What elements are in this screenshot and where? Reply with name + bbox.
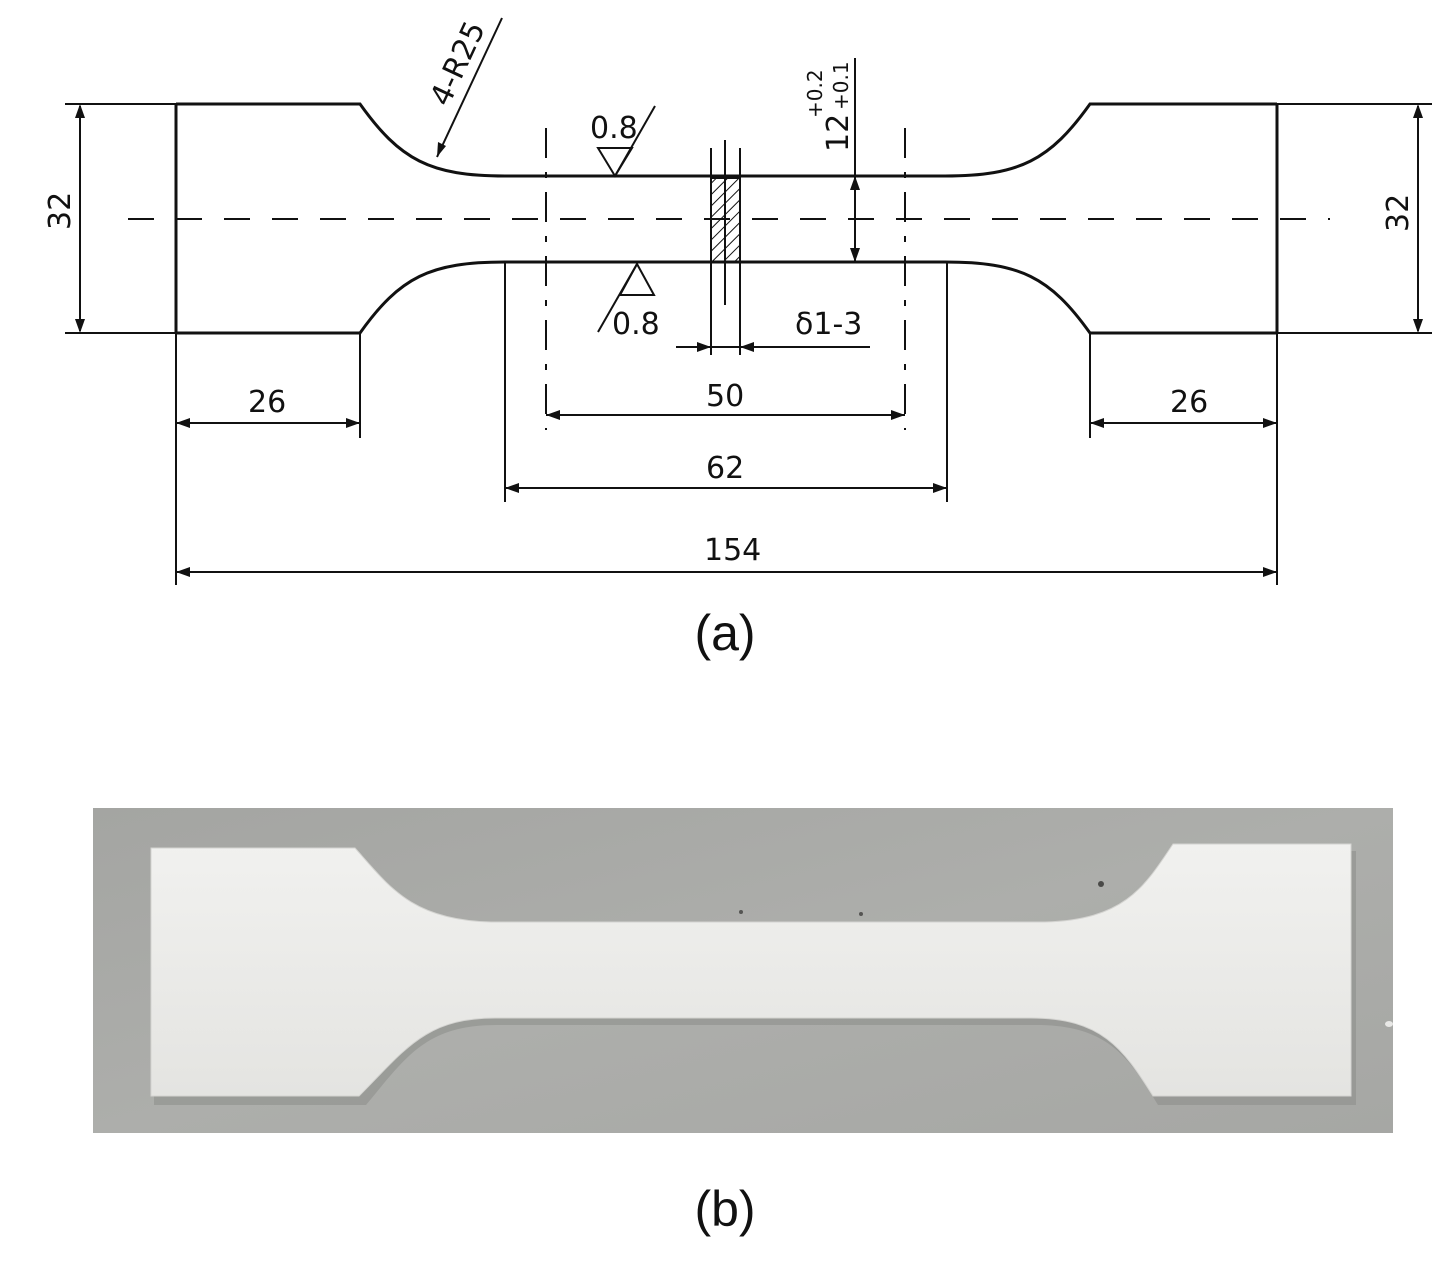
arrowhead xyxy=(1263,418,1277,428)
caption-a: (a) xyxy=(694,605,756,661)
photo-speck xyxy=(739,910,743,914)
roughness-symbol-top xyxy=(596,147,634,178)
dim-left-grip: 26 xyxy=(248,385,286,420)
arrowhead xyxy=(891,410,905,420)
caption-b: (b) xyxy=(694,1181,756,1237)
arrowhead xyxy=(75,319,85,333)
photo-speck xyxy=(859,912,863,916)
arrowhead xyxy=(75,104,85,118)
roughness-value-bottom: 0.8 xyxy=(612,307,660,342)
photo-speck xyxy=(1098,881,1104,887)
dim-width-tol-lower: +0.1 xyxy=(829,61,853,110)
arrowhead xyxy=(850,176,860,190)
arrowhead xyxy=(505,483,519,493)
photo-speck xyxy=(1385,1021,1393,1027)
arrowhead xyxy=(1263,567,1277,577)
arrowhead xyxy=(1413,319,1423,333)
dim-width: 12 xyxy=(821,114,856,152)
arrowhead xyxy=(850,248,860,262)
roughness-leg-bottom xyxy=(597,263,638,333)
arrowhead xyxy=(437,142,446,157)
specimen-body xyxy=(150,843,1352,1097)
dim-thickness: δ1-3 xyxy=(795,307,862,342)
dim-width-tol-upper: +0.2 xyxy=(803,69,827,118)
dim-overall-length: 154 xyxy=(704,533,761,568)
dim-parallel-length: 62 xyxy=(706,451,744,486)
specimen-outline-top xyxy=(176,102,1277,178)
specimen-photo xyxy=(93,808,1393,1133)
dim-left-height: 32 xyxy=(43,192,78,230)
arrowhead xyxy=(546,410,560,420)
dim-gauge-length: 50 xyxy=(706,379,744,414)
roughness-symbol-bottom xyxy=(618,261,656,296)
arrowhead xyxy=(176,418,190,428)
arrowhead xyxy=(697,342,711,352)
arrowhead xyxy=(1090,418,1104,428)
specimen-outline-bottom xyxy=(176,260,1277,335)
specimen-technical-drawing: 32 32 4-R25 0.8 0.8 δ1-3 12 +0.2 +0.1 50… xyxy=(43,16,1432,585)
dim-right-grip: 26 xyxy=(1170,385,1208,420)
dim-radius: 4-R25 xyxy=(424,16,493,111)
dim-right-height: 32 xyxy=(1381,194,1416,232)
arrowhead xyxy=(740,342,754,352)
arrowhead xyxy=(346,418,360,428)
radius-leader xyxy=(436,17,503,158)
arrowhead xyxy=(176,567,190,577)
arrowhead xyxy=(933,483,947,493)
roughness-value-top: 0.8 xyxy=(590,111,638,146)
roughness-leg-top xyxy=(614,105,656,177)
arrowhead xyxy=(1413,104,1423,118)
